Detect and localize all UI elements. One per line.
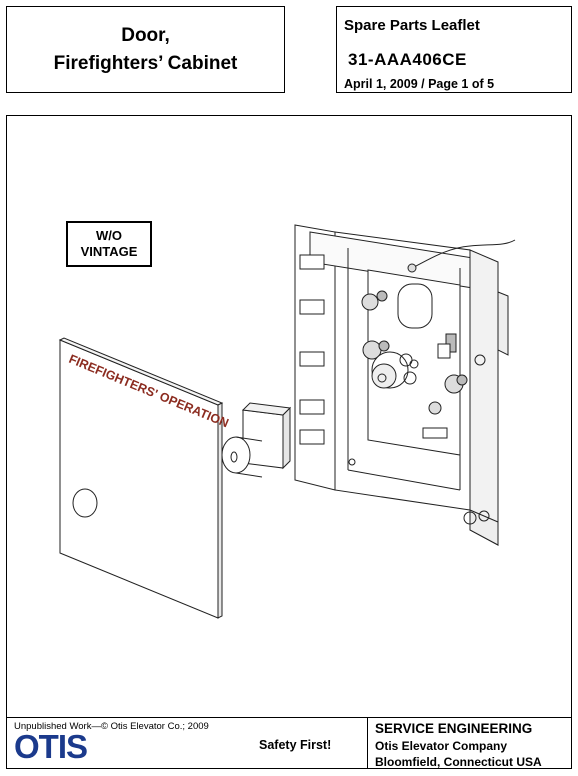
document-title-line1: Door, [121, 24, 170, 46]
leaflet-info-box: Spare Parts Leaflet 31-AAA406CE April 1,… [336, 6, 572, 93]
vintage-line2: VINTAGE [80, 244, 138, 259]
company-name: Otis Elevator Company [375, 739, 508, 753]
cabinet-box [294, 224, 516, 546]
vintage-tag: W/O VINTAGE [66, 221, 152, 267]
service-engineering-box: SERVICE ENGINEERING Otis Elevator Compan… [367, 717, 573, 769]
door-lock-hole [72, 488, 98, 518]
department-name: SERVICE ENGINEERING [375, 721, 533, 736]
copyright-note: Unpublished Work—© Otis Elevator Co.; 20… [14, 721, 209, 732]
date-page: April 1, 2009 / Page 1 of 5 [344, 77, 495, 91]
leaflet-label: Spare Parts Leaflet [344, 17, 480, 34]
document-title-box: Door, Firefighters’ Cabinet [6, 6, 285, 93]
illustration-frame [6, 115, 572, 769]
footer-divider [6, 717, 572, 718]
safety-slogan: Safety First! [259, 738, 332, 752]
key-cylinder-lock [221, 402, 292, 478]
document-title-line2: Firefighters’ Cabinet [53, 52, 238, 74]
vintage-line1: W/O [96, 228, 122, 243]
part-number: 31-AAA406CE [348, 50, 467, 69]
otis-logo: OTIS [14, 728, 88, 765]
company-location: Bloomfield, Connecticut USA [375, 755, 542, 769]
